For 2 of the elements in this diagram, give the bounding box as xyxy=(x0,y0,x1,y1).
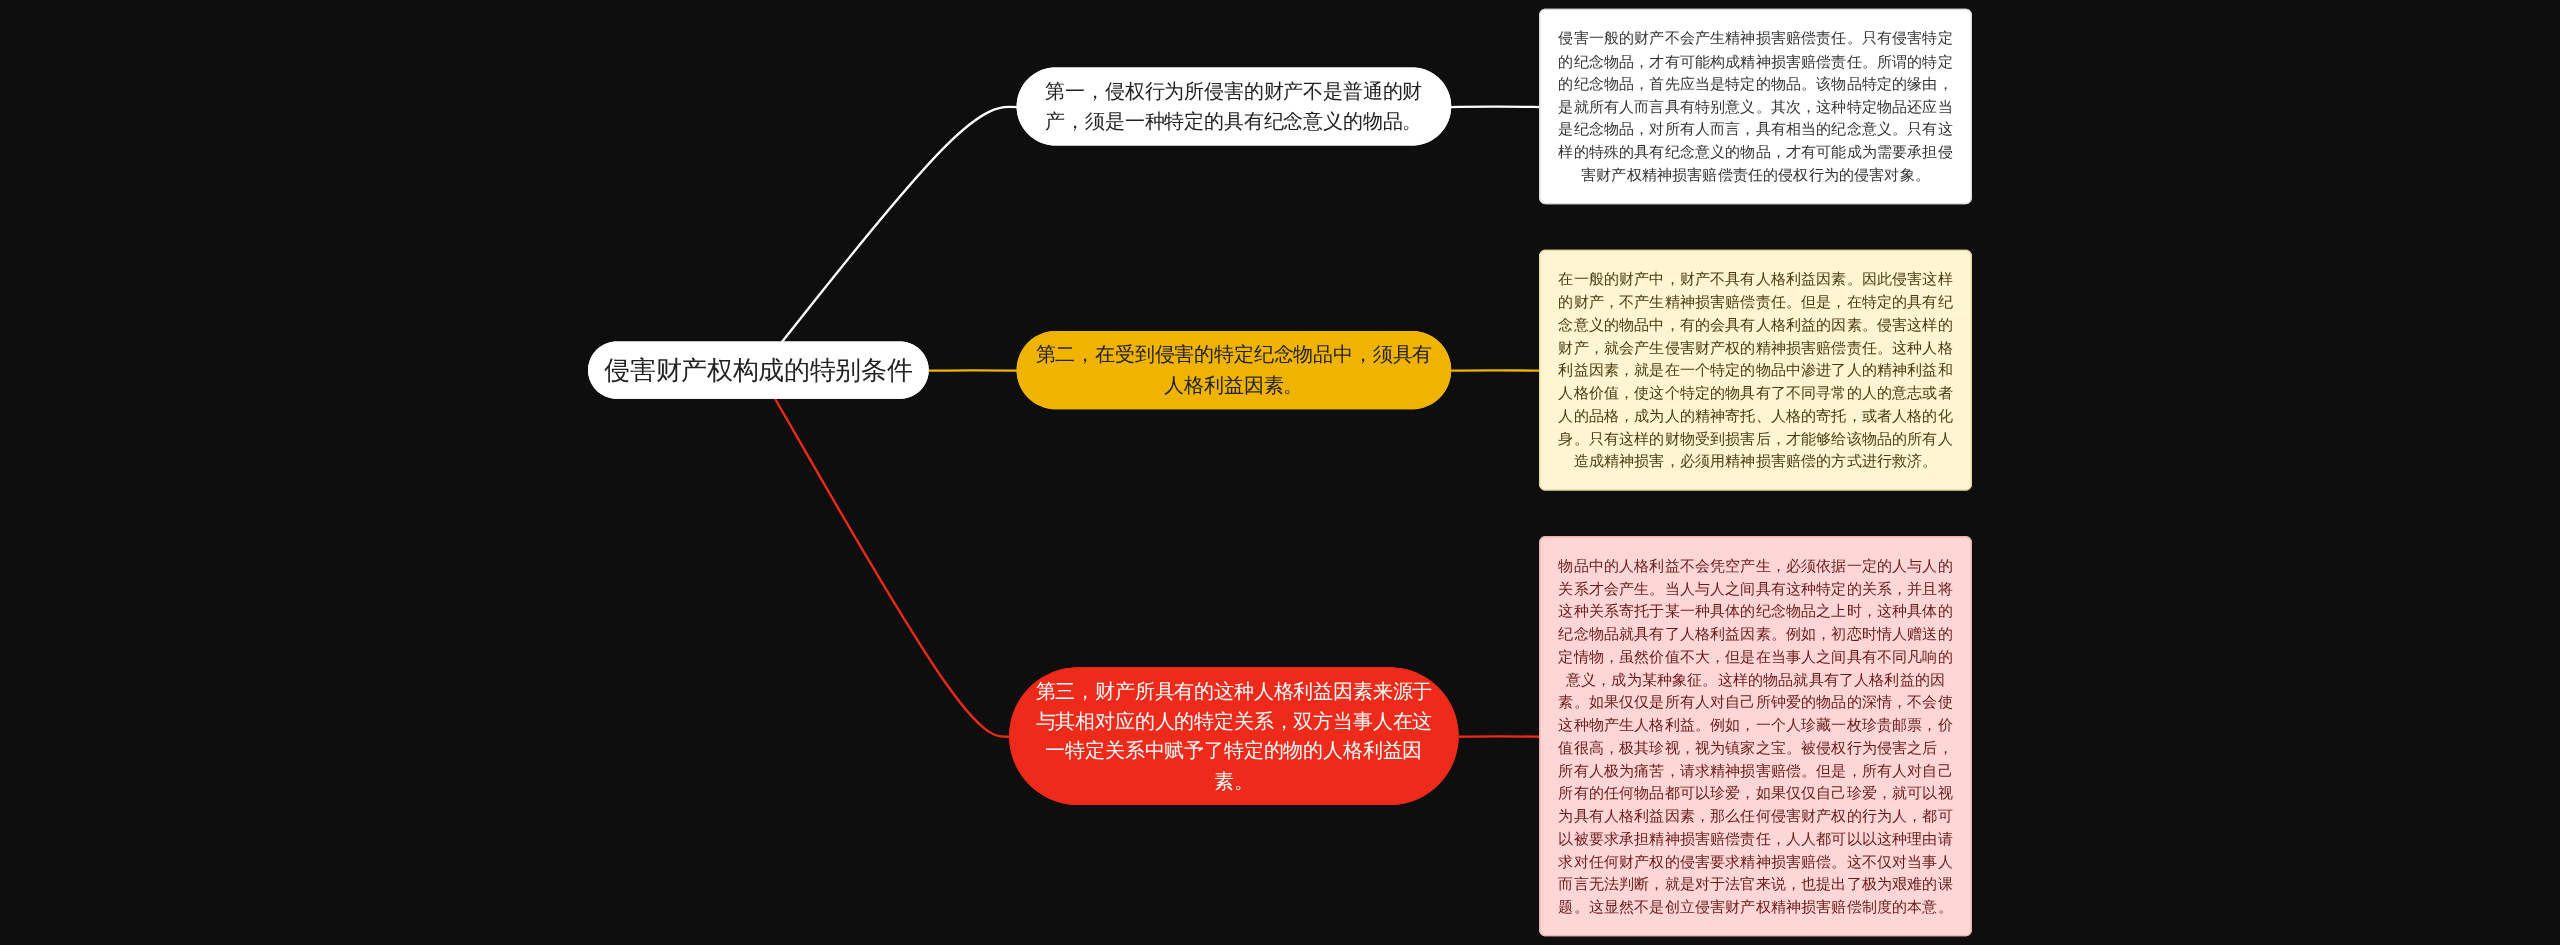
connector xyxy=(928,369,1018,372)
connector xyxy=(780,105,1018,344)
